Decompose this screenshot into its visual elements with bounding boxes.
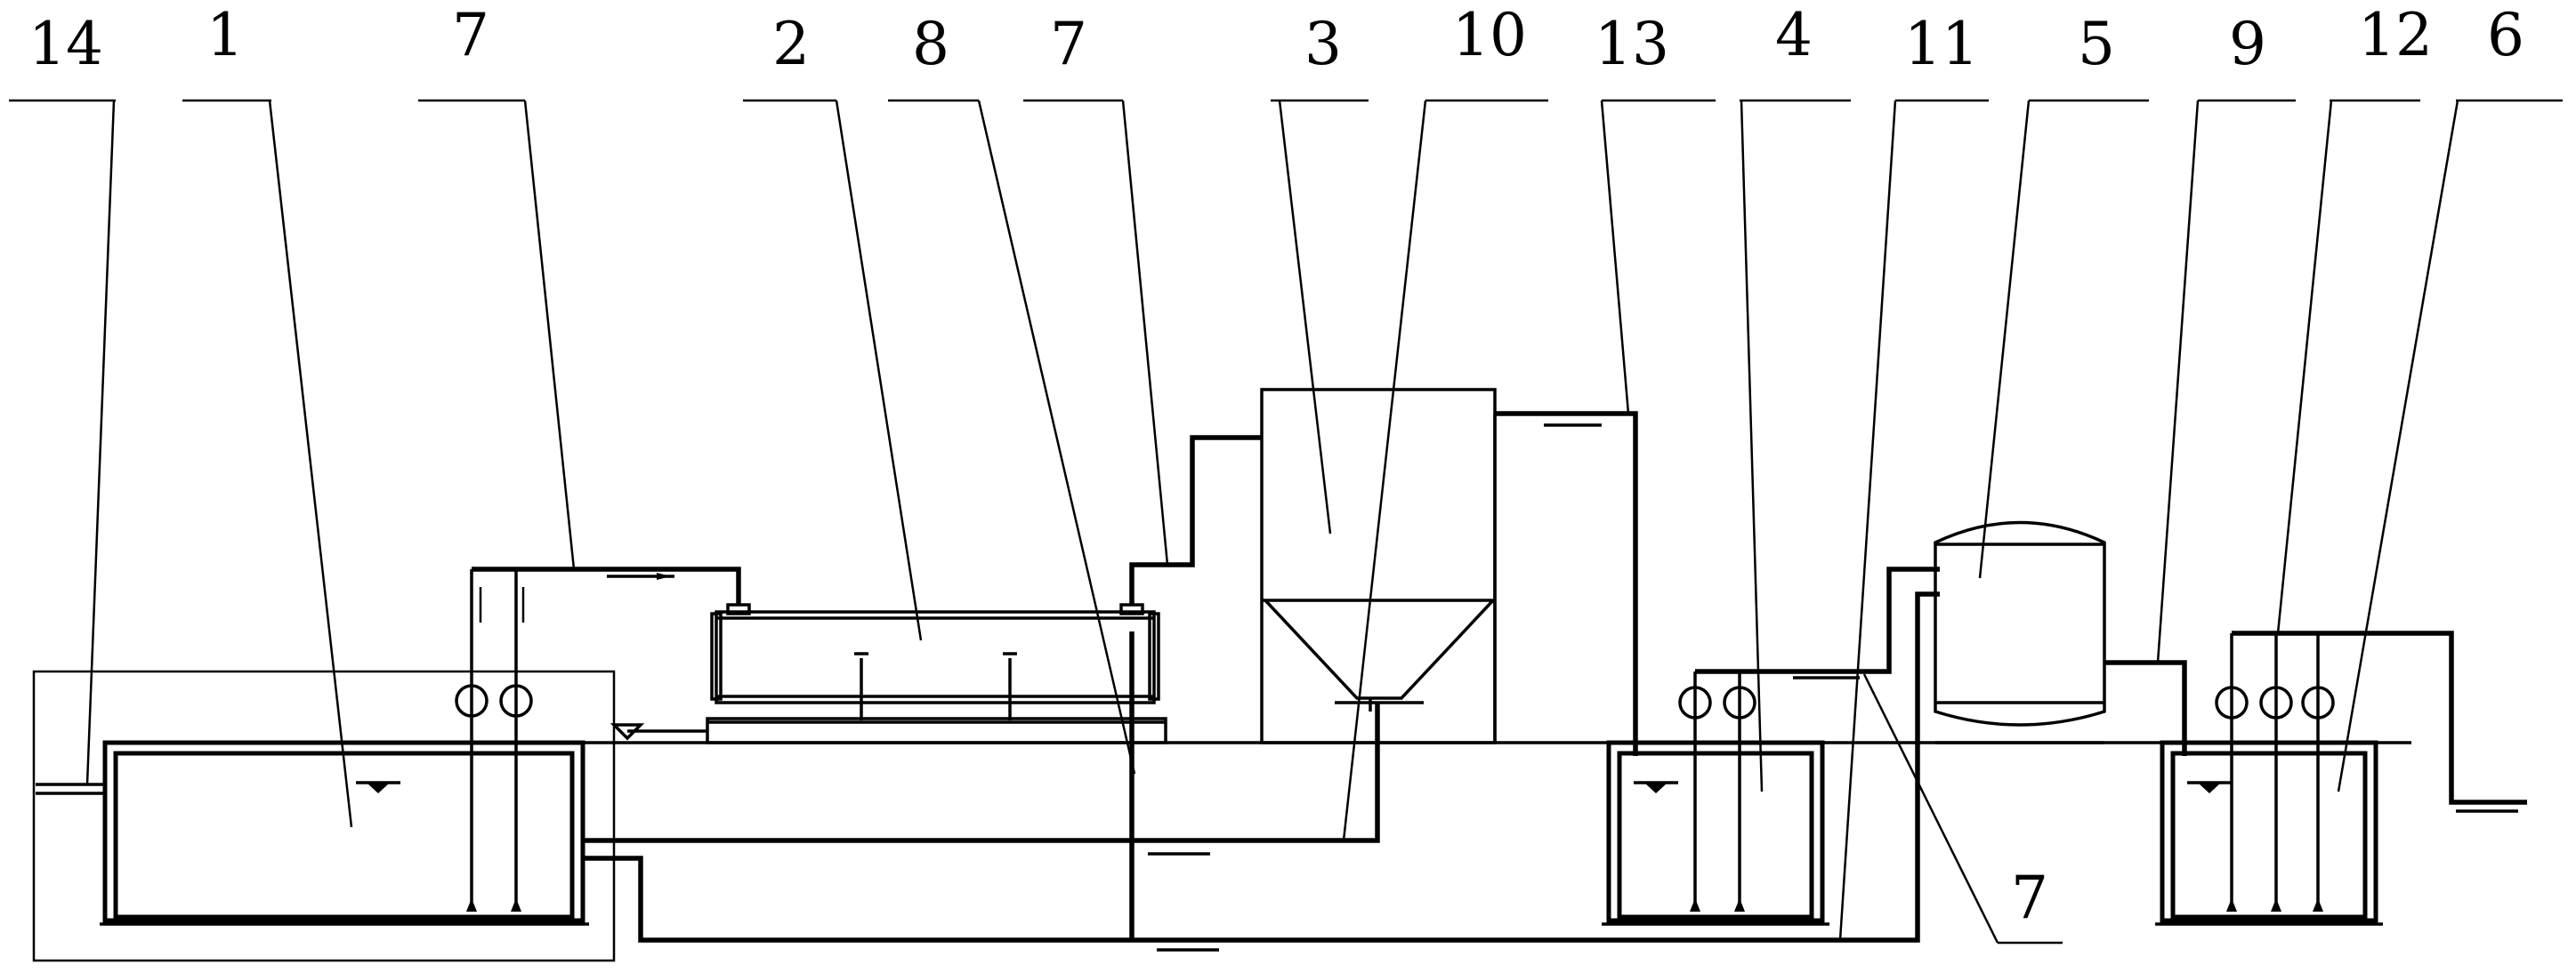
air-tank: [1934, 520, 2106, 744]
tank-4: [1602, 740, 1829, 926]
label-2: 2: [772, 10, 810, 78]
air-pipe-6: [2232, 631, 2527, 805]
air-pipe-5: [2104, 660, 2187, 756]
tank-6: [2155, 740, 2383, 926]
label-11: 11: [1904, 10, 1979, 78]
aerators-tank-6: [2215, 633, 2335, 912]
label-4: 4: [1775, 1, 1813, 69]
label-12: 12: [2358, 1, 2433, 69]
label-13: 13: [1595, 10, 1669, 78]
aerators-tank-4: [1678, 671, 1756, 912]
sludge-pipe: [583, 703, 1380, 843]
transfer-pipe-2-3: [1129, 435, 1262, 605]
settling-tank: [1260, 388, 1497, 744]
label-7-middle: 7: [1050, 10, 1087, 78]
label-5: 5: [2078, 10, 2115, 78]
label-7-right: 7: [2011, 864, 2048, 932]
valve-symbol: [610, 723, 707, 741]
air-pipe-4: [1695, 567, 1940, 674]
inlet-pipe: [36, 783, 105, 795]
air-pipe-1: [472, 567, 741, 605]
overflow-pipe: [1495, 411, 1638, 756]
label-6: 6: [2487, 1, 2524, 69]
return-pipe: [583, 591, 1940, 943]
label-8: 8: [912, 10, 949, 78]
horizontal-reactor: [706, 603, 1167, 744]
label-7-left: 7: [452, 1, 489, 69]
leader-lines: [9, 99, 2563, 945]
enclosure-frame-1: [32, 670, 616, 962]
label-10: 10: [1452, 1, 1527, 69]
label-14: 14: [28, 10, 103, 78]
label-1: 1: [206, 1, 244, 69]
label-9: 9: [2229, 10, 2266, 78]
aerators-tank-1: [455, 569, 533, 912]
label-3: 3: [1304, 10, 1342, 78]
